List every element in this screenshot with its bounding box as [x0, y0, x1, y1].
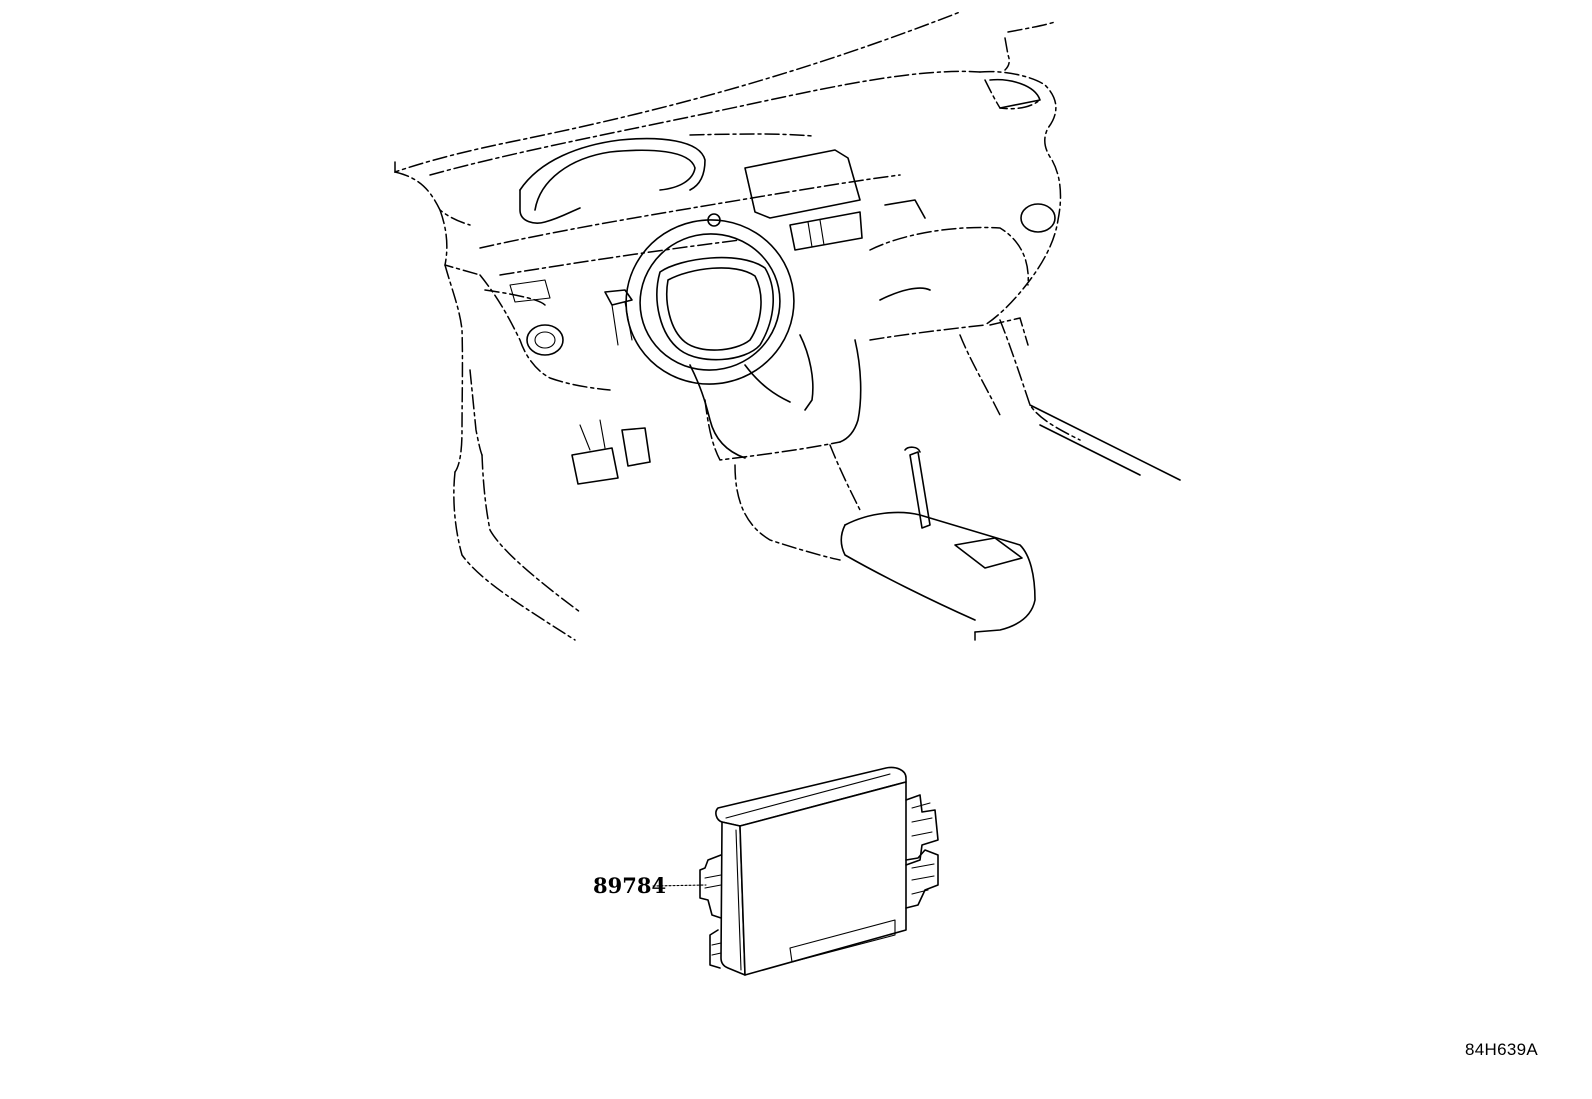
control-module-illustration: 89784 [593, 766, 939, 976]
vehicle-interior-illustration [394, 11, 1181, 641]
part-number-label: 89784 [593, 873, 666, 898]
diagram-reference-code: 84H639A [1465, 1040, 1538, 1059]
